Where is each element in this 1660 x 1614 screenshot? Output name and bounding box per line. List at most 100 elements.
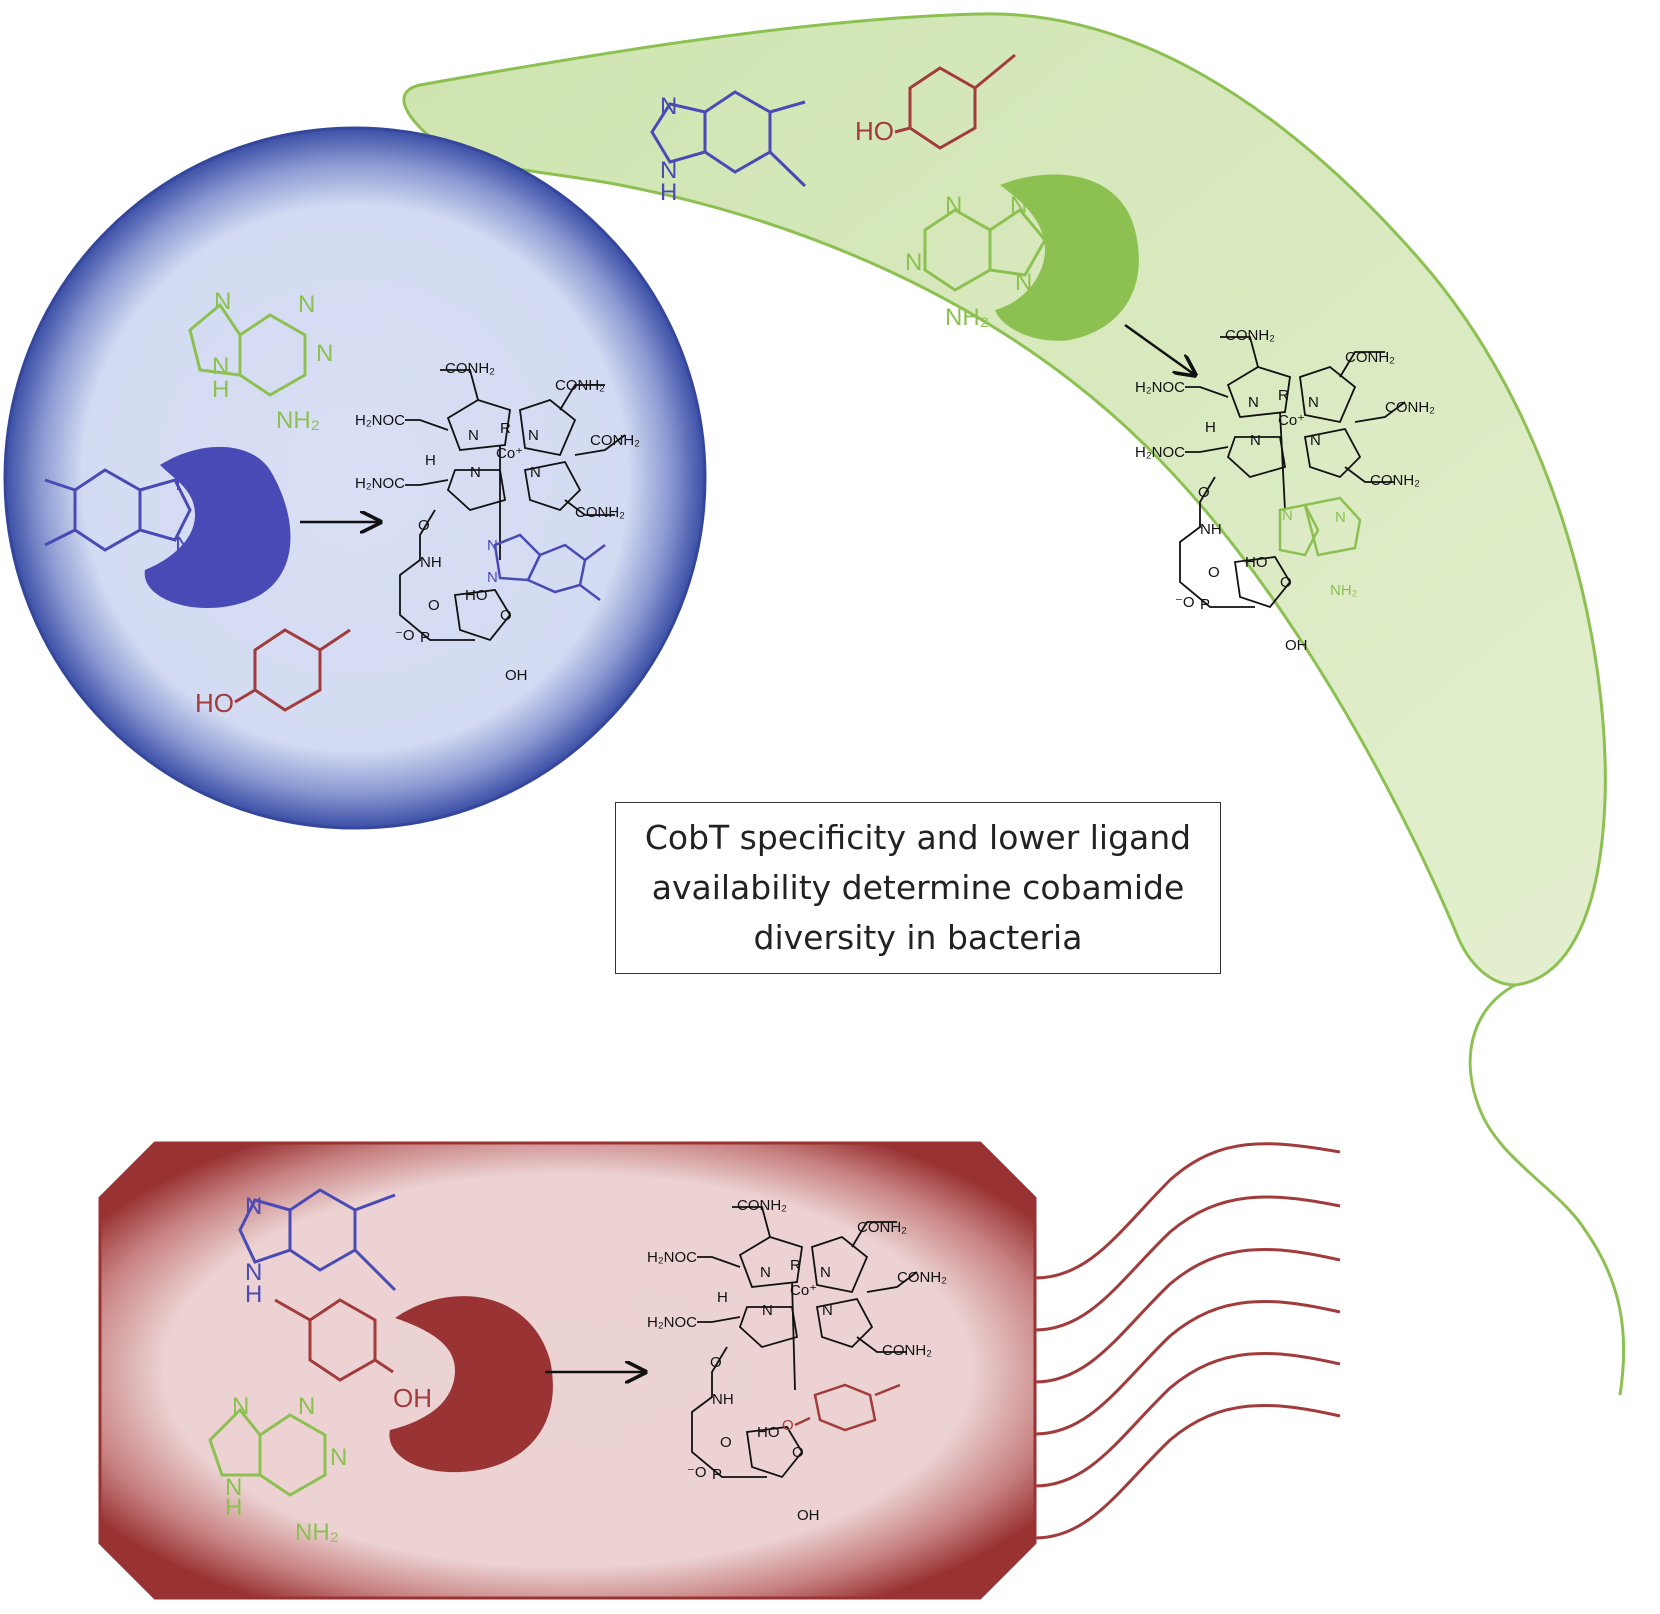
atom-label: N [762,1302,773,1319]
atom-label: N [175,532,192,559]
atom-label: N [1282,507,1293,524]
cobamide-structure: R Co⁺ N N N N H CONH₂ CONH₂ H₂NOC CONH₂ … [355,360,640,684]
atom-label: H [660,179,677,206]
atom-label: NH₂ [276,407,320,434]
atom-label: H [212,376,229,403]
atom-label: P [420,629,430,646]
atom-label: HO [855,116,894,146]
atom-label: NH [1200,521,1222,538]
atom-label: HO [757,1424,780,1441]
caption-line-2: availability determine cobamide [651,868,1185,907]
atom-label: Co⁺ [496,445,523,462]
atom-label: CONH₂ [1225,327,1275,344]
atom-label: H₂NOC [355,475,405,492]
atom-label: N [820,1264,831,1281]
atom-label: CONH₂ [555,377,605,394]
p-cresol-molecule [274,1298,394,1382]
pili [1034,1142,1341,1540]
adenine-molecule [188,302,307,397]
atom-label: H₂NOC [647,1314,697,1331]
dmb-molecule [44,468,192,552]
atom-label: H₂NOC [1135,444,1185,461]
atom-label: NH [712,1391,734,1408]
caption-box: CobT specificity and lower ligand availa… [615,802,1221,974]
atom-label: N [175,469,192,496]
atom-label: H [1205,419,1216,436]
dmb-molecule [238,1188,397,1292]
atom-label: CONH₂ [575,504,625,521]
atom-label: CONH₂ [897,1269,947,1286]
atom-label: NH₂ [945,304,989,331]
adenine-molecule [208,1407,327,1497]
atom-label: O [1280,574,1292,591]
atom-label: N [214,288,231,315]
cobamide-structure: R Co⁺ N N N N H CONH₂ CONH₂ H₂NOC CONH₂ … [1135,327,1435,654]
atom-label: O [792,1444,804,1461]
atom-label: HO [1245,554,1268,571]
atom-label: N [330,1444,347,1471]
atom-label: N [1015,269,1032,296]
atom-label: H [425,452,436,469]
atom-label: O [428,597,440,614]
cobt-enzyme-green [995,174,1139,341]
caption-line-1: CobT specificity and lower ligand [644,818,1192,857]
atom-label: N [530,464,541,481]
atom-label: OH [393,1383,432,1413]
atom-label: N [905,249,922,276]
cobamide-structure: R Co⁺ N N N N H CONH₂ CONH₂ H₂NOC CONH₂ … [647,1197,947,1524]
atom-label: O [710,1354,722,1371]
atom-label: NH₂ [295,1519,339,1546]
atom-label: NH [420,554,442,571]
atom-label: CONH₂ [857,1219,907,1236]
atom-label: OH [505,667,528,684]
p-cresol-molecule [234,628,351,712]
atom-label: CONH₂ [737,1197,787,1214]
atom-label: CONH₂ [1370,472,1420,489]
atom-label: O [418,517,430,534]
atom-label: N [1308,394,1319,411]
atom-label: N [245,1259,262,1286]
atom-label: N [1010,192,1027,219]
atom-label: N [468,427,479,444]
atom-label: CONH₂ [1345,349,1395,366]
atom-label: O [500,607,512,624]
atom-label: H [717,1289,728,1306]
atom-label: H₂NOC [647,1249,697,1266]
atom-label: N [298,291,315,318]
cobt-enzyme-blue [144,446,291,609]
atom-label: Co⁺ [1278,412,1305,429]
atom-label: O [1208,564,1220,581]
atom-label: R [1278,387,1289,404]
flagellum [1468,983,1626,1396]
atom-label: H [245,1281,262,1308]
atom-label: N [487,569,498,586]
atom-label: N [316,340,333,367]
atom-label: ⁻O [1175,594,1195,611]
atom-label: N [945,192,962,219]
atom-label: N [760,1264,771,1281]
atom-label: P [712,1466,722,1483]
atom-label: N [298,1393,315,1420]
atom-label: H [225,1494,242,1521]
atom-label: ⁻O [395,627,415,644]
atom-label: Co⁺ [790,1282,817,1299]
atom-label: N [487,537,498,554]
atom-label: N [822,1302,833,1319]
atom-label: R [790,1257,801,1274]
adenine-molecule [923,208,1047,292]
atom-label: N [1250,432,1261,449]
atom-label: P [1200,596,1210,613]
round-cell [3,126,707,830]
atom-label: O [720,1434,732,1451]
atom-label: CONH₂ [882,1342,932,1359]
atom-label: N [1335,509,1346,526]
atom-label: CONH₂ [1385,399,1435,416]
cobt-enzyme-red [389,1296,553,1473]
atom-label: HO [465,587,488,604]
atom-label: R [500,420,511,437]
arrow-green [1124,323,1195,375]
p-cresol-molecule [894,53,1016,150]
caption-text: CobT specificity and lower ligand availa… [645,813,1191,963]
atom-label: N [225,1474,242,1501]
